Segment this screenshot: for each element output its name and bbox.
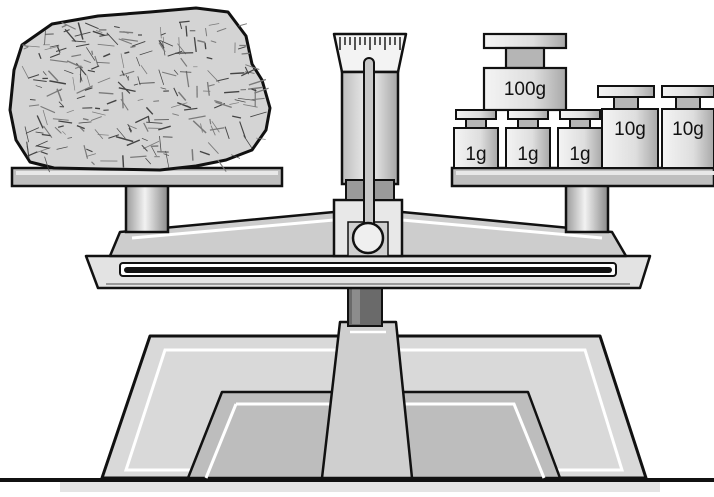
rock-streak (192, 149, 193, 161)
right-pan (452, 168, 714, 186)
ground-line (0, 478, 714, 492)
weight-1g-b: 1g (506, 110, 550, 168)
rock-streak (230, 73, 244, 74)
weights-group: 100g 1g 1g 1g 10g (454, 34, 714, 168)
rock-streak (205, 43, 206, 50)
weight-10g-b: 10g (662, 86, 714, 168)
beam-housing (86, 256, 650, 288)
rock-streak (186, 26, 187, 37)
rock-streak (46, 34, 54, 35)
rock-streak (157, 152, 169, 153)
rock-streak (122, 92, 123, 108)
rock-streak (239, 24, 247, 26)
weight-1g-a: 1g (454, 110, 498, 168)
weight-1g-a-label: 1g (465, 144, 486, 165)
rock-streak (119, 32, 133, 33)
left-pan-post (126, 184, 168, 232)
weight-1g-c: 1g (558, 110, 602, 168)
rock-streak (153, 101, 159, 102)
weight-100g: 100g (484, 34, 566, 110)
right-pan-post (566, 184, 608, 232)
rock-streak (148, 117, 149, 122)
weight-1g-c-label: 1g (569, 144, 590, 165)
rock-streak (210, 119, 211, 124)
weight-100g-label: 100g (504, 79, 546, 100)
rock-streak (242, 53, 250, 54)
rock-streak (30, 100, 36, 101)
rock-sample (10, 8, 270, 172)
scale-base (102, 322, 646, 478)
weight-10g-a: 10g (598, 86, 658, 168)
rock-streak (95, 108, 100, 109)
rock-streak (123, 155, 124, 167)
weight-10g-b-label: 10g (672, 119, 704, 140)
weight-1g-b-label: 1g (517, 144, 538, 165)
rock-streak (92, 51, 93, 55)
weight-10g-a-label: 10g (614, 119, 646, 140)
rock-streak (163, 137, 173, 138)
